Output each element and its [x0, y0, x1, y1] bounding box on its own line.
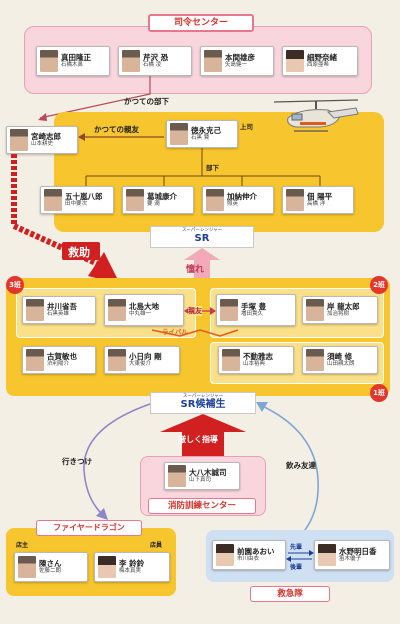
- card-chin[interactable]: 陳さん 佐藤二朗: [14, 552, 88, 582]
- senior-label: 先輩: [290, 544, 303, 551]
- card-mizuno[interactable]: 水野明日香 笛木優子: [314, 540, 390, 570]
- sr-candidates-label-box: スーパーレンジャー SR候補生: [150, 392, 256, 414]
- card-igarashi[interactable]: 五十嵐八郎 田中要次: [40, 186, 114, 214]
- boss-label: 上司: [240, 123, 253, 131]
- card-miyazaki[interactable]: 宮崎志郎 山本耕史: [6, 126, 78, 154]
- command-center-title: 司令センター: [148, 14, 254, 32]
- portrait-photo: [306, 299, 324, 321]
- regular-place-label: 行きつけ: [62, 457, 92, 466]
- portrait-photo: [170, 123, 188, 145]
- portrait-photo: [44, 189, 62, 211]
- portrait-photo: [126, 189, 144, 211]
- portrait-photo: [26, 349, 44, 371]
- portrait-photo: [216, 544, 234, 566]
- former-subordinate-line: [39, 76, 151, 119]
- portrait-photo: [222, 349, 240, 371]
- close-friends-label: 親友: [188, 306, 202, 316]
- portrait-photo: [206, 189, 224, 211]
- admiration-label: 憧れ: [186, 265, 205, 275]
- junior-label: 後輩: [290, 564, 303, 571]
- portrait-photo: [168, 465, 186, 487]
- owner-label: 店主: [16, 542, 29, 549]
- class2-badge: 2班: [370, 276, 388, 294]
- strict-guidance-label: 厳しく指導: [178, 435, 218, 444]
- card-kano[interactable]: 加納伸介 照英: [202, 186, 274, 214]
- rescue-label: 救助: [68, 246, 90, 259]
- card-kishi[interactable]: 岸 龍太郎 加治将樹: [302, 296, 378, 324]
- class1-badge: 1班: [370, 384, 388, 402]
- card-sanada[interactable]: 真田隆正 石橋木鼻: [36, 46, 110, 76]
- former-friend-arrow: [78, 133, 164, 141]
- portrait-photo: [26, 299, 44, 321]
- card-honma[interactable]: 本間雄彦 矢島健一: [200, 46, 274, 76]
- portrait-photo: [220, 299, 238, 321]
- subordinate-label: 部下: [206, 164, 219, 172]
- ambulance-title: 救急隊: [250, 586, 330, 602]
- portrait-photo: [40, 50, 58, 72]
- portrait-photo: [306, 349, 324, 371]
- rescue-label-box: [62, 242, 100, 260]
- card-ikawa[interactable]: 井川省吾 石黒英雄: [22, 296, 96, 324]
- former-friend-label: かつての親友: [94, 125, 139, 134]
- portrait-photo: [108, 349, 126, 371]
- class3-badge: 3班: [6, 276, 24, 294]
- former-subordinate-label: かつての部下: [124, 97, 169, 106]
- card-suzaki[interactable]: 須崎 修 山田親太朗: [302, 346, 378, 374]
- card-maezono[interactable]: 前園あおい 市川由衣: [212, 540, 286, 570]
- card-kohinata[interactable]: 小日向 剛 大東俊介: [104, 346, 180, 374]
- card-tokunaga[interactable]: 徳永克己 石黒 賢: [166, 120, 238, 148]
- portrait-photo: [98, 556, 116, 578]
- card-hosono[interactable]: 細野奈緒 西原亜希: [282, 46, 358, 76]
- card-kitajima[interactable]: 北島大地 中丸雄一: [104, 294, 184, 326]
- drinking-buddies-label: 飲み友達: [286, 461, 316, 470]
- portrait-photo: [204, 50, 222, 72]
- card-li[interactable]: 李 鈴鈴 梅本真実: [94, 552, 170, 582]
- strict-guidance-arrow: [160, 414, 246, 456]
- senior-junior-arrows: [286, 550, 314, 562]
- training-center-title: 消防訓練センター: [148, 498, 256, 514]
- helicopter-icon: [273, 99, 359, 132]
- portrait-photo: [18, 556, 36, 578]
- clerk-label: 店員: [150, 542, 163, 549]
- portrait-photo: [108, 299, 126, 321]
- portrait-photo: [286, 50, 304, 72]
- portrait-photo: [318, 544, 336, 566]
- portrait-photo: [286, 189, 304, 211]
- portrait-photo: [122, 50, 140, 72]
- card-fudo[interactable]: 不動雅志 山本裕典: [218, 346, 294, 374]
- firedragon-title: ファイヤードラゴン: [36, 520, 142, 536]
- rival-zigzag: [151, 329, 239, 337]
- portrait-photo: [10, 129, 28, 151]
- card-oyagi[interactable]: 大八木誠司 山下真司: [164, 462, 240, 490]
- arrowhead: [38, 113, 47, 121]
- admiration-arrow: [184, 248, 220, 278]
- card-tsukuda[interactable]: 佃 陽平 高橋 洋: [282, 186, 354, 214]
- card-koga[interactable]: 古賀敏也 渋利陽介: [22, 346, 96, 374]
- card-serizawa[interactable]: 芹沢 恐 石橋 凌: [118, 46, 192, 76]
- sr-label-box: スーパーレンジャー SR: [150, 226, 254, 248]
- card-katsuragi[interactable]: 葛城康介 要 潤: [122, 186, 194, 214]
- card-tezuka[interactable]: 手塚 豊 増田貴久: [216, 294, 296, 326]
- rival-label: ライバル: [162, 328, 188, 336]
